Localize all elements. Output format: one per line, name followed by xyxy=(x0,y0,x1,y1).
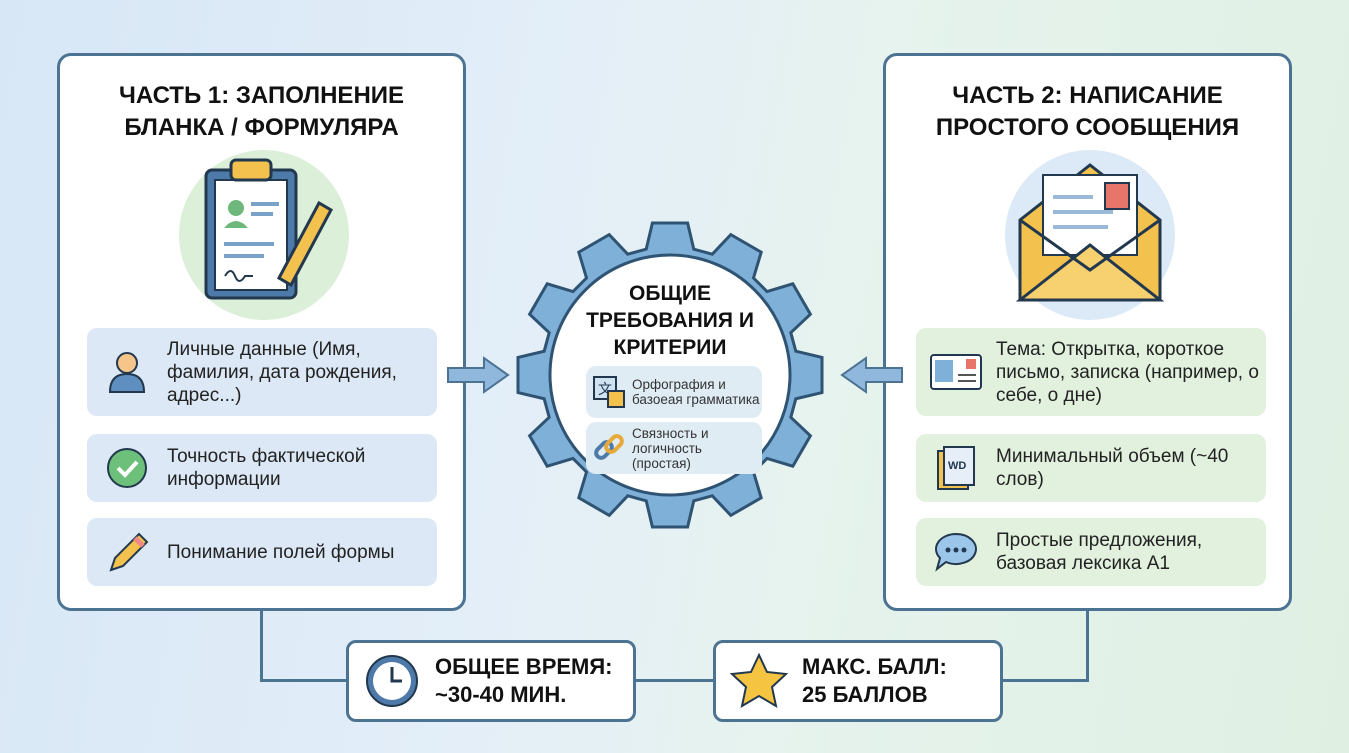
svg-text:WD: WD xyxy=(948,460,966,472)
part1-item-form-fields: Понимание полей формы xyxy=(87,518,437,586)
part2-item-simple-sentences: Простые предложения, базовая лексика А1 xyxy=(916,518,1266,586)
item-text: Связность и логичность (простая) xyxy=(632,425,709,471)
person-icon xyxy=(87,350,167,394)
check-circle-icon xyxy=(87,447,167,489)
arrow-left-icon xyxy=(840,356,903,394)
envelope-icon xyxy=(1005,150,1175,320)
item-text: Орфография и базоеая грамматика xyxy=(632,377,760,407)
connector-line xyxy=(1000,679,1089,682)
clipboard-icon xyxy=(179,150,349,320)
center-item-coherence: Связность и логичность (простая) xyxy=(586,422,762,474)
time-label: ОБЩЕЕ ВРЕМЯ: xyxy=(435,654,613,679)
item-text: Минимальный объем (~40 слов) xyxy=(996,446,1229,490)
item-text: Тема: Открытка, короткое письмо, записка… xyxy=(996,338,1259,406)
connector-line xyxy=(634,679,716,682)
total-time-box: ОБЩЕЕ ВРЕМЯ: ~30-40 МИН. xyxy=(346,640,636,722)
score-value: 25 БАЛЛОВ xyxy=(802,682,928,707)
center-title: ОБЩИЕ ТРЕБОВАНИЯ И КРИТЕРИИ xyxy=(586,282,754,359)
item-text: Точность фактической информации xyxy=(167,446,366,490)
clock-icon xyxy=(349,653,435,709)
word-document-icon: WD xyxy=(916,445,996,491)
star-icon xyxy=(716,652,802,710)
part2-item-topic: Тема: Открытка, короткое письмо, записка… xyxy=(916,328,1266,416)
item-text: Простые предложения, базовая лексика А1 xyxy=(996,530,1203,574)
connector-line xyxy=(1086,610,1089,682)
connector-line xyxy=(260,610,263,682)
translate-icon: 文 xyxy=(586,375,632,409)
item-text: Понимание полей формы xyxy=(167,541,395,563)
arrow-right-icon xyxy=(447,356,510,394)
postcard-icon xyxy=(916,354,996,390)
part1-item-accuracy: Точность фактической информации xyxy=(87,434,437,502)
item-text: Личные данные (Имя, фамилия, дата рожден… xyxy=(167,338,397,406)
connector-line xyxy=(260,679,348,682)
score-label: МАКС. БАЛЛ: xyxy=(802,654,947,679)
speech-bubble-icon xyxy=(916,531,996,573)
chain-link-icon xyxy=(586,431,632,465)
part2-item-volume: WD Минимальный объем (~40 слов) xyxy=(916,434,1266,502)
time-value: ~30-40 МИН. xyxy=(435,682,567,707)
pencil-icon xyxy=(87,530,167,574)
part1-item-personal-data: Личные данные (Имя, фамилия, дата рожден… xyxy=(87,328,437,416)
center-item-spelling: 文 Орфография и базоеая грамматика xyxy=(586,366,762,418)
max-score-box: МАКС. БАЛЛ: 25 БАЛЛОВ xyxy=(713,640,1003,722)
